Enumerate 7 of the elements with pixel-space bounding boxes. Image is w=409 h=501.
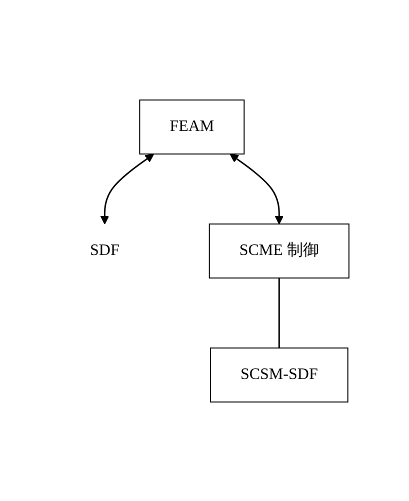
arrow	[100, 153, 154, 224]
arrow	[230, 153, 284, 224]
node-box: FEAM	[139, 99, 245, 154]
node-box: SCME 制御	[208, 223, 350, 278]
node-box: SCSM-SDF	[210, 347, 348, 402]
node-text: SDF	[90, 242, 120, 258]
connector	[278, 278, 280, 348]
